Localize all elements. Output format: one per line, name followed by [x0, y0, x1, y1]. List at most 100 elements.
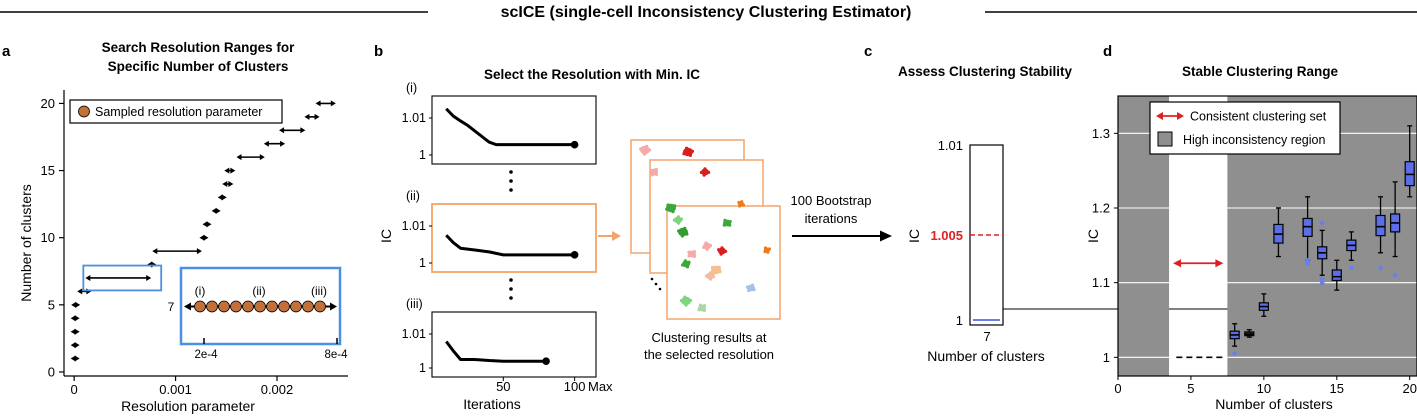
- inset-tag-i: (i): [195, 284, 206, 298]
- cluster-point: [708, 243, 713, 248]
- figure-header: scICE (single-cell Inconsistency Cluster…: [0, 4, 1417, 21]
- ic-curve-3: [445, 340, 547, 363]
- panel-a-inset: (i) (ii) (iii) 7 2e-4 8e-4: [168, 266, 348, 361]
- cluster-point: [728, 219, 732, 224]
- inset-sample-dot: [314, 300, 326, 313]
- panel-d-ytick-label: 1.1: [1092, 275, 1110, 290]
- range-arrow-right-k10: [203, 234, 209, 241]
- legend-red-arrow-left: [1156, 112, 1163, 120]
- cluster-point: [702, 173, 706, 177]
- panel-d-xtick-label: 20: [1402, 381, 1416, 396]
- cluster-point: [717, 265, 721, 269]
- cluster-point: [710, 265, 715, 270]
- cluster-point: [665, 207, 669, 211]
- cluster-point: [688, 153, 693, 157]
- range-arrow-right-k4: [74, 315, 80, 322]
- outlier-k14: [1319, 280, 1325, 285]
- cluster-blob: [706, 272, 714, 280]
- cluster-point: [692, 254, 697, 258]
- cluster-point: [752, 288, 756, 292]
- panel-c-letter: c: [864, 43, 872, 60]
- outlier-k13: [1305, 257, 1310, 263]
- panel-d-legend: Consistent clustering set High inconsist…: [1149, 101, 1341, 155]
- panel-c-threshold-label: 1.005: [930, 228, 963, 243]
- box-k18: [1375, 214, 1386, 237]
- cluster-point: [737, 200, 741, 205]
- panel-d-title: Stable Clustering Range: [1182, 64, 1339, 79]
- range-arrow-left-k13: [217, 194, 223, 201]
- range-arrow-left-k17: [263, 140, 269, 147]
- cluster-point: [763, 249, 767, 254]
- cluster-point: [677, 229, 681, 233]
- box-k15: [1331, 269, 1342, 282]
- cluster-point: [704, 274, 709, 278]
- cluster-point: [649, 168, 653, 172]
- consistent-arrow-left: [1173, 259, 1182, 268]
- cluster-point: [672, 218, 677, 222]
- subplot-ytick-bottom: 1: [419, 361, 426, 375]
- panel-a-title-line1: Search Resolution Ranges for: [102, 40, 296, 55]
- cluster-point: [719, 252, 723, 256]
- panel-a-range-markers: [70, 100, 336, 362]
- cluster-caption-line1: Clustering results at: [652, 330, 767, 345]
- inset-k-label: 7: [168, 300, 175, 314]
- panel-b: b Select the Resolution with Min. IC IC …: [374, 43, 892, 412]
- cluster-point: [680, 263, 685, 267]
- outlier-k14: [1319, 220, 1325, 226]
- subplot-ytick-top: 1.01: [402, 111, 426, 125]
- subplot-ytick-bottom: 1: [419, 256, 426, 270]
- panel-a-ytick-label: 20: [41, 96, 55, 111]
- cluster-blob: [640, 145, 650, 155]
- panel-b-letter: b: [374, 43, 383, 60]
- panel-d-xtick-label: 5: [1187, 381, 1194, 396]
- panel-a-xtick-label: 0.001: [159, 382, 192, 397]
- legend-high-text: High inconsistency region: [1183, 133, 1325, 147]
- cluster-point: [737, 204, 742, 208]
- orange-arrow: [598, 231, 621, 241]
- range-arrow-right-k16: [259, 154, 265, 161]
- panel-b-title: Select the Resolution with Min. IC: [484, 67, 700, 82]
- cluster-point: [684, 303, 688, 307]
- inset-tag-ii: (ii): [252, 284, 265, 298]
- cluster-point: [642, 152, 647, 156]
- range-arrow-right-k12: [215, 207, 221, 214]
- subplot-tag-1: (i): [406, 81, 417, 95]
- panel-d-xtick-label: 15: [1330, 381, 1344, 396]
- inset-tag-iii: (iii): [311, 284, 327, 298]
- range-arrow-right-k3: [74, 328, 80, 335]
- cluster-point: [763, 246, 768, 250]
- outlier-k19: [1392, 272, 1398, 278]
- range-arrow-left-k10: [199, 234, 205, 241]
- panel-b-xlabel: Iterations: [463, 396, 521, 412]
- cluster-point: [708, 271, 713, 275]
- inset-sample-dots: [194, 300, 326, 313]
- subplot-frame-1: [431, 95, 597, 165]
- range-arrow-right-k9: [196, 248, 202, 255]
- cluster-point: [692, 249, 696, 254]
- range-arrow-left-k19: [304, 113, 310, 120]
- cluster-point: [685, 265, 690, 269]
- range-arrow-right-k7: [146, 274, 152, 281]
- outlier-k18: [1378, 265, 1383, 271]
- cluster-point: [706, 170, 711, 174]
- inset-sample-dot: [254, 300, 266, 313]
- outlier-k14: [1319, 276, 1325, 282]
- cluster-point: [676, 221, 681, 225]
- range-arrow-right-k18: [300, 127, 306, 134]
- ic-endpoint-1: [570, 140, 579, 149]
- cluster-point: [680, 234, 684, 238]
- inset-sample-dot: [206, 300, 218, 313]
- panel-b-xtick-50: 50: [496, 379, 510, 394]
- cluster-point: [702, 245, 706, 249]
- cluster-point: [723, 218, 727, 222]
- panel-a-ytick-label: 0: [48, 364, 55, 379]
- range-arrow-left-k1: [70, 355, 76, 362]
- cluster-point: [666, 203, 670, 207]
- inset-sample-dot: [194, 300, 206, 313]
- range-arrow-right-k14: [228, 180, 234, 187]
- cluster-point: [690, 149, 695, 153]
- cluster-point: [718, 270, 722, 274]
- panel-a-letter: a: [2, 43, 11, 60]
